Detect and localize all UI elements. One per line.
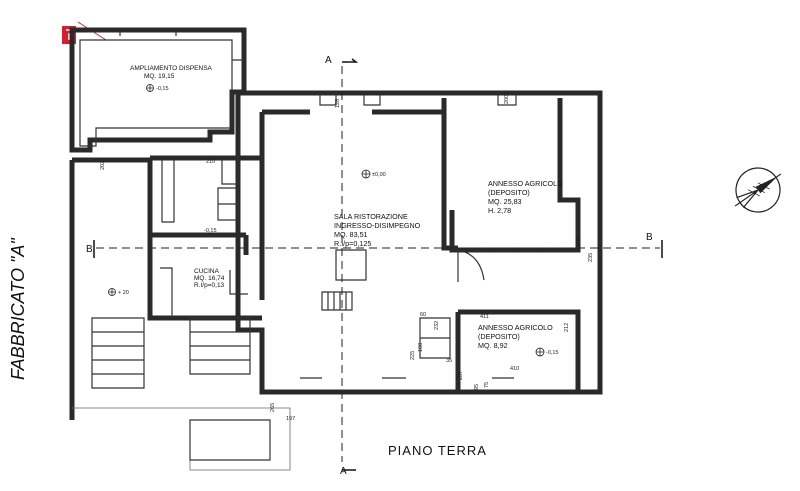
dim-left-1: 210 [206,159,215,165]
room-annesso-1: ANNESSO AGRICOLO (DEPOSITO) MQ. 25,83 H.… [488,179,563,215]
section-a-top: A [325,55,332,66]
level-outside: + 20 [118,290,129,296]
level-marker-icon [146,84,154,92]
section-b-left: B [86,244,93,255]
room-annesso-2: ANNESSO AGRICOLO (DEPOSITO) MQ. 8,92 -0,… [478,323,559,357]
building-label: FABBRICATO "A" [8,237,28,380]
room-sala-sub: INGRESSO-DISIMPEGNO [334,221,421,230]
dim-bottom-2: 265 [270,403,276,412]
room-annesso1-name: ANNESSO AGRICOLO [488,179,563,188]
level-cucina: -0,15 [204,228,217,234]
room-sala-ratio: R.I/p=0,125 [334,239,371,248]
dim-bottom-1: 197 [286,416,295,422]
dim-mid-7: 35 [446,358,452,364]
dim-mid-6: 207 [458,371,464,380]
level-marker-icon [108,288,116,296]
dim-bottom-4: 95 [474,384,480,390]
room-ampliamento: AMPLIAMENTO DISPENSA MQ. 19,15 -0,15 [130,65,213,92]
dim-mid-2: 410 [510,366,519,372]
dim-top-1: 128 [335,99,341,108]
section-a-bottom: A [340,466,347,477]
section-b-right: B [646,232,653,243]
dim-top-2: 200 [504,95,510,104]
dispensa-walls [69,27,247,153]
room-annesso2-name: ANNESSO AGRICOLO [478,323,553,332]
room-annesso1-area: MQ. 25,83 [488,197,522,206]
dim-right-3: 212 [564,323,570,332]
room-cucina: CUCINA MQ. 16,74 R.I/p=0,13 -0,15 [194,228,225,289]
level-marker-icon [535,347,545,357]
room-sala: SALA RISTORAZIONE INGRESSO-DISIMPEGNO MQ… [334,169,421,248]
dim-mid-5: 168 [418,343,424,352]
room-ampliamento-name: AMPLIAMENTO DISPENSA [130,65,213,72]
dim-right-1: 240 [576,237,582,246]
room-annesso2-sub: (DEPOSITO) [478,332,520,341]
dim-mid-8: 225 [410,351,416,360]
room-ampliamento-area: MQ. 19,15 [144,73,175,80]
level-sala: ±0,00 [372,172,386,178]
logo-mark [62,21,108,44]
section-line-b [93,240,663,258]
floor-title: PIANO TERRA [388,443,487,458]
north-arrow-icon [734,167,782,213]
outside-level: + 20 [108,288,129,296]
level-marker-icon [361,169,371,179]
level-annesso2: -0,15 [546,350,559,356]
room-cucina-area: MQ. 16,74 [194,275,225,282]
room-sala-name: SALA RISTORAZIONE [334,212,408,221]
room-cucina-ratio: R.I/p=0,13 [194,282,225,289]
room-sala-area: MQ. 83,51 [334,230,368,239]
dim-left-2: 202 [100,161,106,170]
dim-mid-1: 411 [480,314,489,320]
section-line-a [341,58,359,471]
room-annesso1-sub: (DEPOSITO) [488,188,530,197]
dim-bottom-3: 75 [484,382,490,388]
room-cucina-name: CUCINA [194,268,220,275]
level-ampliamento: -0,15 [156,86,169,92]
main-walls [235,90,603,395]
room-annesso2-area: MQ. 8,92 [478,341,508,350]
room-annesso1-height: H. 2,78 [488,206,511,215]
dim-right-2: 235 [588,253,594,262]
dim-mid-4: 60 [420,312,426,318]
dim-mid-3: 232 [434,321,440,330]
left-wing-walls [69,155,291,471]
dimension-marks: 128 200 240 235 212 411 410 232 60 168 2… [100,95,594,422]
